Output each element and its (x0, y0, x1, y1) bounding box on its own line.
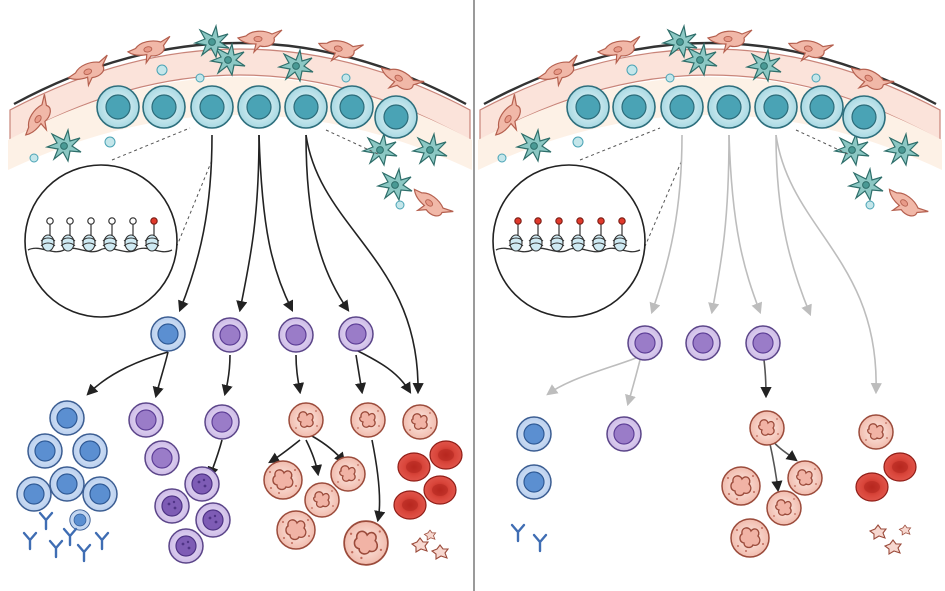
methylation-inset-left (24, 164, 178, 318)
erythroid-lineage-left (393, 404, 463, 560)
erythroid-lineage-right (855, 414, 917, 555)
progenitor-row-right (627, 325, 781, 361)
lymphoid-cluster-left (16, 400, 118, 563)
lineage-arrows-left (86, 134, 424, 523)
progenitor-row-left (150, 316, 374, 353)
granulocyte-lineage-right (721, 410, 823, 558)
myeloid-purple-left (128, 402, 240, 564)
myeloid-purple-right (606, 416, 642, 452)
lymphoid-cluster-right (510, 416, 552, 553)
granulocyte-lineage-left (263, 402, 389, 566)
panel-right (478, 25, 942, 558)
methylation-inset-right (492, 164, 646, 318)
lineage-arrows-right (546, 134, 882, 493)
panel-left (8, 0, 472, 566)
